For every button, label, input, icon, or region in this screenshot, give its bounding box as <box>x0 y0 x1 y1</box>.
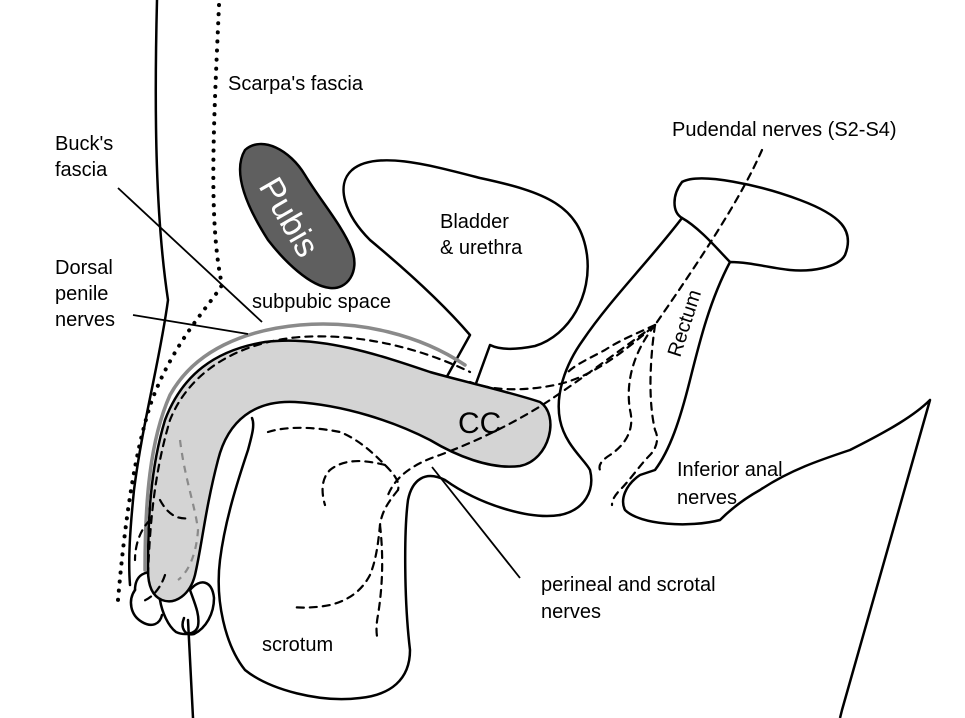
perineal-nerves-label-line2: nerves <box>541 601 601 623</box>
bucks-fascia-line <box>143 322 467 572</box>
dorsal-nerves-leader <box>132 314 249 335</box>
scarpas-fascia-label: Scarpa's fascia <box>228 73 364 95</box>
abdominal-wall-outline <box>127 0 170 587</box>
dorsal-nerves-label-line1: Dorsal <box>55 257 113 279</box>
scrotal-nerve-3 <box>291 488 400 609</box>
scrotal-nerve-4 <box>375 523 384 642</box>
cc-label: CC <box>458 407 501 440</box>
pudendal-nerves-label: Pudendal nerves (S2-S4) <box>672 119 897 141</box>
dorsal-penile-nerve <box>146 335 472 577</box>
dorsal-nerves-label-line2: penile <box>55 283 108 305</box>
pudendal-branch-perineal <box>386 323 657 497</box>
perineum-scrotum-outline <box>217 416 562 701</box>
rectum <box>621 177 932 718</box>
bucks-fascia-label-line1: Buck's <box>55 133 113 155</box>
dorsal-nerves-label-line3: nerves <box>55 309 115 331</box>
pubis-bone <box>238 142 356 290</box>
scrotal-nerve-2 <box>321 460 387 507</box>
inner-fascia-dashed <box>177 439 200 581</box>
pudendal-nerve <box>468 148 764 391</box>
bladder-label-line1: Bladder <box>440 211 509 233</box>
scrotal-nerve-1 <box>266 426 400 492</box>
bladder-urethra <box>342 159 589 408</box>
penile-skin-line <box>186 618 195 718</box>
glans-nerves <box>133 498 192 604</box>
perineal-nerves-leader <box>431 466 521 579</box>
bucks-fascia-label-line2: fascia <box>55 159 108 181</box>
bladder-label-line2: & urethra <box>440 237 523 259</box>
glans-inner <box>181 581 216 636</box>
pudendal-branch-anal <box>610 323 659 507</box>
bucks-fascia-leader <box>117 187 263 323</box>
scarpas-fascia-line <box>116 3 225 602</box>
corpus-cavernosum <box>146 339 552 603</box>
perineal-nerves-label-line1: perineal and scrotal <box>541 574 716 596</box>
pudendal-branch-top <box>566 323 657 374</box>
subpubic-space-label: subpubic space <box>252 291 391 313</box>
pudendal-branch-anal-2 <box>598 323 657 472</box>
foreskin-left <box>129 588 164 627</box>
rectum-left-wall <box>557 216 684 517</box>
inferior-anal-label-line1: Inferior anal <box>677 459 783 481</box>
scrotum-label: scrotum <box>262 634 333 656</box>
inferior-anal-label-line2: nerves <box>677 487 737 509</box>
